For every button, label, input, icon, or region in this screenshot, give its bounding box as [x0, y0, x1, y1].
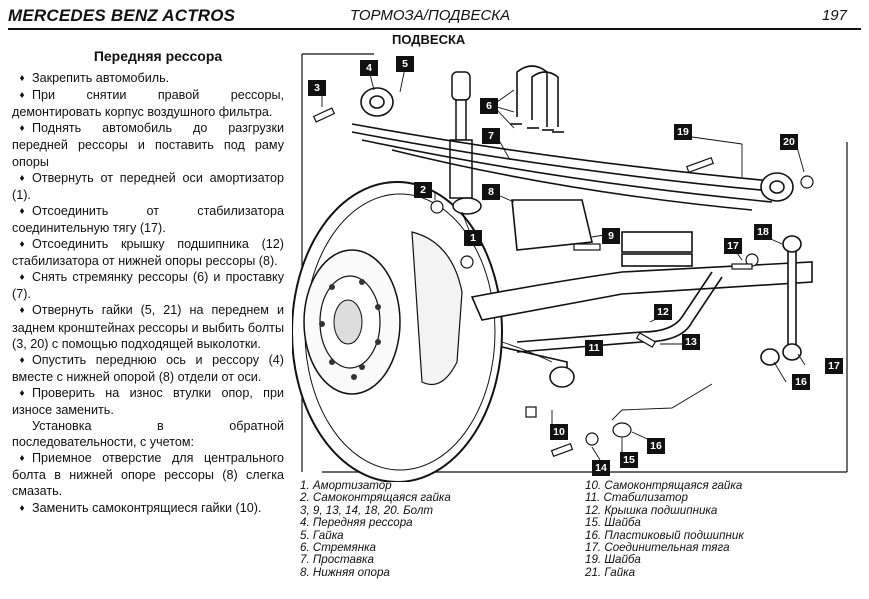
- instruction-item: ♦Снять стремянку рессоры (6) и проставку…: [12, 269, 284, 302]
- callout-14: 14: [592, 460, 610, 476]
- instruction-text: Заменить самоконтрящиеся гайки (10).: [32, 500, 262, 515]
- instruction-text: Установка в обратной последовательности,…: [12, 419, 284, 450]
- bullet-icon: ♦: [19, 172, 25, 184]
- callout-18: 17: [724, 238, 742, 254]
- axle: [470, 199, 813, 321]
- callout-4: 4: [360, 60, 378, 76]
- callout-20: 19: [674, 124, 692, 140]
- callout-19: 18: [754, 224, 772, 240]
- instruction-item: ♦Приемное отверстие для центрального бол…: [12, 450, 284, 499]
- instruction-text: Снять стремянку рессоры (6) и проставку …: [12, 270, 284, 302]
- callout-1: 1: [464, 230, 482, 246]
- instruction-item: ♦Опустить переднюю ось и рессору (4) вме…: [12, 352, 284, 385]
- callout-6: 6: [480, 98, 498, 114]
- book-title: MERCEDES BENZ ACTROS: [8, 6, 236, 25]
- bullet-icon: ♦: [19, 453, 25, 465]
- instruction-text: Поднять автомобиль до разгрузки передней…: [12, 121, 284, 169]
- bullet-icon: ♦: [19, 123, 25, 135]
- legend-item: 4. Передняя рессора: [300, 516, 413, 530]
- callout-5: 5: [396, 56, 414, 72]
- bullet-icon: ♦: [19, 354, 25, 366]
- suspension-drawing: [292, 53, 848, 482]
- instruction-item: ♦Отсоединить крышку подшипника (12) стаб…: [12, 236, 284, 269]
- callout-16-right: 16: [792, 374, 810, 390]
- instruction-item: ♦Проверить на износ втулки опор, при изн…: [12, 385, 284, 418]
- instruction-item: ♦При снятии правой рессоры, демонтироват…: [12, 87, 284, 120]
- suspension-diagram: 3 4 5 6 7 8 2 1 9 19 20 17 18 12 13 11 1…: [292, 32, 858, 482]
- instruction-text: Приемное отверстие для центрального болт…: [12, 451, 284, 499]
- callout-21: 20: [780, 134, 798, 150]
- bullet-icon: ♦: [19, 387, 25, 399]
- instruction-item: ♦Поднять автомобиль до разгрузки передне…: [12, 120, 284, 169]
- instruction-text: Отвернуть от передней оси амортизатор (1…: [12, 170, 284, 202]
- instruction-text: Отсоединить от стабилизатора соединитель…: [12, 203, 284, 235]
- bullet-icon: ♦: [19, 305, 25, 317]
- instruction-text: Опустить переднюю ось и рессору (4) вмес…: [12, 352, 284, 384]
- instruction-text: Отвернуть гайки (5, 21) на переднем и за…: [12, 303, 285, 351]
- connecting-link: [760, 235, 802, 366]
- callout-15: 15: [620, 452, 638, 468]
- legend-item: 17. Соединительная тяга: [585, 541, 730, 555]
- legend-item: 19. Шайба: [585, 553, 641, 567]
- callout-2: 2: [414, 182, 432, 198]
- callout-9: 9: [602, 228, 620, 244]
- legend-item: 1. Амортизатор: [300, 479, 392, 492]
- brake-disc: [292, 181, 503, 482]
- leaf-spring: [351, 87, 794, 211]
- instruction-item: ♦ Заменить самоконтрящиеся гайки (10).: [12, 500, 284, 517]
- instruction-text: Закрепить автомобиль.: [32, 71, 170, 86]
- legend-item: 11. Стабилизатор: [585, 491, 688, 505]
- bullet-icon: ♦: [19, 205, 25, 217]
- bullet-icon: ♦: [19, 502, 25, 514]
- bullet-icon: ♦: [19, 272, 25, 284]
- callout-13: 13: [682, 334, 700, 350]
- shock-absorber: [449, 71, 482, 215]
- fasteners: [312, 107, 814, 458]
- legend-item: 21. Гайка: [585, 565, 636, 579]
- instruction-item: Установка в обратной последовательности,…: [12, 418, 284, 450]
- figure-title: ПОДВЕСКА: [392, 32, 466, 47]
- instruction-text: При снятии правой рессоры, демонтировать…: [12, 88, 284, 120]
- section-title: ТОРМОЗА/ПОДВЕСКА: [350, 7, 511, 24]
- page-number: 197: [821, 7, 847, 24]
- callout-17: 17: [825, 358, 843, 374]
- instruction-text: Отсоединить крышку подшипника (12) стаби…: [12, 237, 284, 269]
- bullet-icon: ♦: [19, 239, 25, 251]
- instructions-heading: Передняя рессора: [93, 48, 223, 64]
- u-bolts: [510, 65, 564, 133]
- callout-3: 3: [308, 80, 326, 96]
- legend-item: 5. Гайка: [300, 528, 344, 542]
- callout-7: 7: [482, 128, 500, 144]
- legend-item: 6. Стремянка: [300, 541, 376, 555]
- legend-item: 15. Шайба: [585, 516, 641, 530]
- callout-11: 11: [585, 340, 603, 356]
- callout-12: 12: [654, 304, 672, 320]
- instructions-list: ♦Закрепить автомобиль.♦При снятии правой…: [12, 70, 284, 517]
- legend-item: 2. Самоконтрящаяся гайка: [300, 491, 451, 505]
- instruction-item: ♦Отсоединить от стабилизатора соединител…: [12, 203, 284, 236]
- instruction-item: ♦Отвернуть гайки (5, 21) на переднем и з…: [12, 302, 284, 351]
- legend-item: 3, 9, 13, 14, 18, 20. Болт: [300, 503, 434, 517]
- page-header: MERCEDES BENZ ACTROS ТОРМОЗА/ПОДВЕСКА 19…: [8, 6, 861, 30]
- legend-item: 12. Крышка подшипника: [585, 503, 718, 517]
- bullet-icon: ♦: [19, 73, 25, 85]
- instruction-item: ♦ Закрепить автомобиль.: [12, 70, 284, 87]
- stabilizer-bar: [501, 271, 723, 388]
- instruction-item: ♦Отвернуть от передней оси амортизатор (…: [12, 170, 284, 203]
- instructions-column: Передняя рессора ♦Закрепить автомобиль.♦…: [12, 48, 284, 517]
- instruction-text: Проверить на износ втулки опор, при изно…: [12, 385, 284, 417]
- callout-16-bottom: 16: [647, 438, 665, 454]
- legend-item: 10. Самоконтрящаяся гайка: [585, 479, 743, 492]
- callout-10: 10: [550, 424, 568, 440]
- bullet-icon: ♦: [19, 90, 25, 102]
- legend-item: 16. Пластиковый подшипник: [585, 528, 744, 542]
- callout-8: 8: [482, 184, 500, 200]
- legend-item: 8. Нижняя опора: [300, 565, 390, 579]
- legend-item: 7. Проставка: [300, 553, 374, 567]
